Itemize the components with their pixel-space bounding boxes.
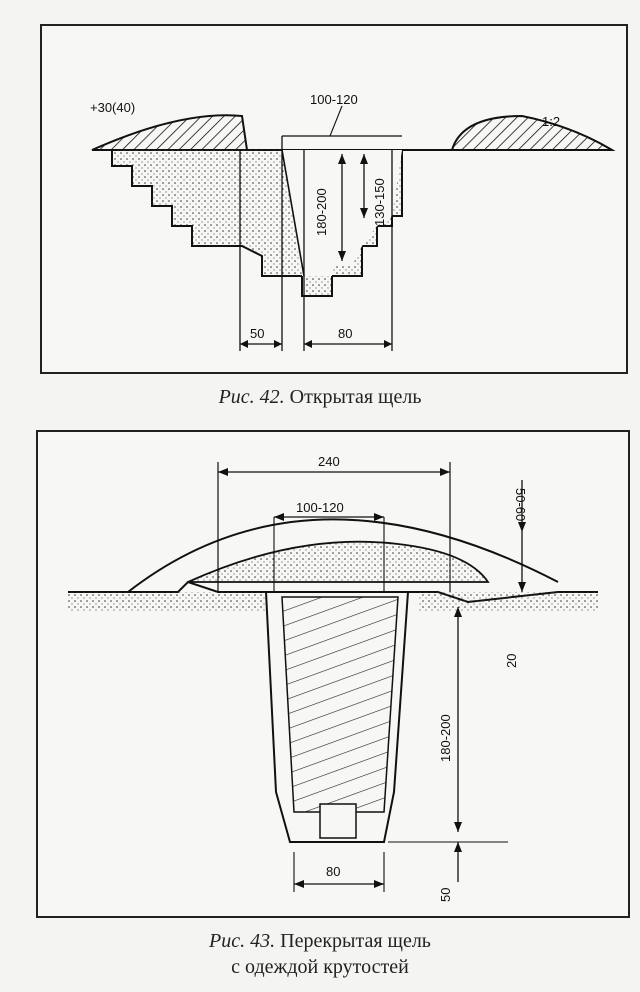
label-wall-offset: 20 bbox=[504, 654, 519, 668]
figure-43-caption: Рис. 43. Перекрытая щель с одеждой круто… bbox=[0, 928, 640, 980]
label-cover-height: 50-60 bbox=[513, 488, 528, 521]
label-bottom-width: 80 bbox=[326, 864, 340, 879]
label-depth: 180-200 bbox=[314, 188, 329, 236]
left-parapet bbox=[91, 114, 249, 151]
drain-box bbox=[319, 803, 357, 839]
label-overall-width: 240 bbox=[318, 454, 340, 469]
label-step-depth: 130-150 bbox=[372, 178, 387, 226]
figure-43-frame: 240 50-60 100-120 180-200 20 80 50 bbox=[36, 430, 630, 918]
figure-42-caption-number: Рис. 42. bbox=[218, 386, 285, 408]
figure-42-drawing: +30(40) 100-120 1:2 180-200 130-150 50 8… bbox=[90, 92, 616, 351]
label-inner-width: 100-120 bbox=[296, 500, 344, 515]
figure-43-caption-number: Рис. 43. bbox=[209, 930, 276, 952]
label-depth: 180-200 bbox=[438, 714, 453, 762]
figure-43-drawing: 240 50-60 100-120 180-200 20 80 50 bbox=[68, 454, 598, 902]
figure-43-caption-line1: Перекрытая щель bbox=[280, 930, 431, 952]
earth-cover-arc bbox=[127, 518, 559, 593]
label-drain-depth: 50 bbox=[438, 888, 453, 902]
label-bottom-left: 50 bbox=[250, 326, 264, 341]
cover-slab bbox=[187, 540, 490, 583]
figure-42-frame: +30(40) 100-120 1:2 180-200 130-150 50 8… bbox=[40, 24, 628, 374]
figure-42-caption: Рис. 42. Открытая щель bbox=[0, 384, 640, 410]
label-slope: 1:2 bbox=[542, 114, 560, 129]
label-parapet-height: +30(40) bbox=[90, 100, 135, 115]
label-top-width: 100-120 bbox=[310, 92, 358, 107]
wall-revetment bbox=[281, 596, 399, 813]
figure-42-caption-text: Открытая щель bbox=[289, 386, 422, 408]
right-parapet bbox=[450, 114, 616, 151]
label-bottom-right: 80 bbox=[338, 326, 352, 341]
figure-43-caption-line2: с одеждой крутостей bbox=[231, 956, 409, 978]
